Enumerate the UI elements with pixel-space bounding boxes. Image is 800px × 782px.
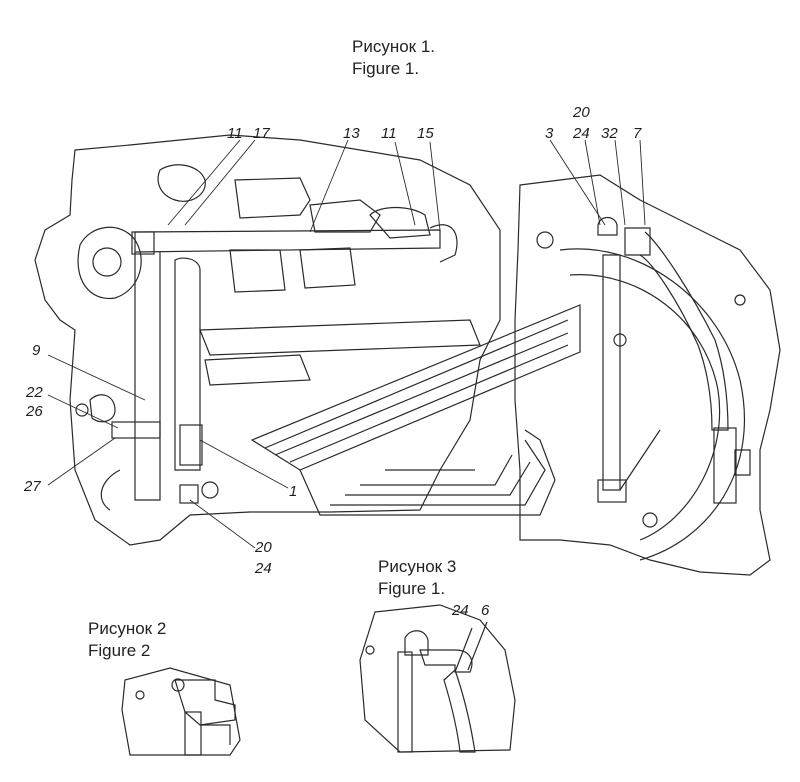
figure-1-caption: Рисунок 1. Figure 1. (352, 36, 435, 80)
callout-32: 32 (601, 125, 618, 142)
flow-arrows (250, 304, 581, 516)
callout-13: 13 (343, 125, 360, 142)
callout-24-bottom: 24 (255, 560, 272, 577)
main-pipe (131, 224, 458, 263)
callout-11: 11 (227, 125, 243, 142)
callout-20-top: 20 (573, 104, 590, 121)
flywheel-housing (514, 174, 781, 576)
figure-2-caption-ru: Рисунок 2 (88, 619, 167, 638)
callout-3: 3 (545, 125, 554, 142)
callout-26: 26 (26, 403, 43, 420)
figure-3-caption-ru: Рисунок 3 (378, 557, 457, 576)
callout-9: 9 (32, 342, 41, 359)
callout-24-top: 24 (573, 125, 590, 142)
figure-2-caption: Рисунок 2 Figure 2 (88, 618, 166, 662)
figure-1-caption-en: Figure 1. (352, 59, 420, 78)
callout-20-bottom: 20 (255, 539, 272, 556)
callout-7: 7 (633, 125, 642, 142)
figure-3-caption-en: Figure 1. (378, 579, 446, 598)
callout-22: 22 (26, 384, 43, 401)
callout-11-b: 11 (381, 125, 397, 142)
figure-2-caption-en: Figure 2 (88, 641, 151, 660)
figure-3-detail (359, 604, 516, 753)
figure-3-caption: Рисунок 3 Figure 1. (378, 556, 456, 600)
callout-1: 1 (289, 483, 298, 500)
callout-24-fig3: 24 (452, 602, 469, 619)
callout-27: 27 (24, 478, 41, 495)
leader-lines (47, 139, 646, 549)
callout-15: 15 (417, 125, 434, 142)
left-vertical-pipes (111, 252, 203, 504)
figure-2-detail (121, 667, 241, 756)
right-pipes (597, 216, 737, 504)
figure-1-caption-ru: Рисунок 1. (352, 37, 436, 56)
callout-6: 6 (481, 602, 490, 619)
engine-block-outline (34, 134, 501, 546)
callout-17: 17 (253, 125, 270, 142)
